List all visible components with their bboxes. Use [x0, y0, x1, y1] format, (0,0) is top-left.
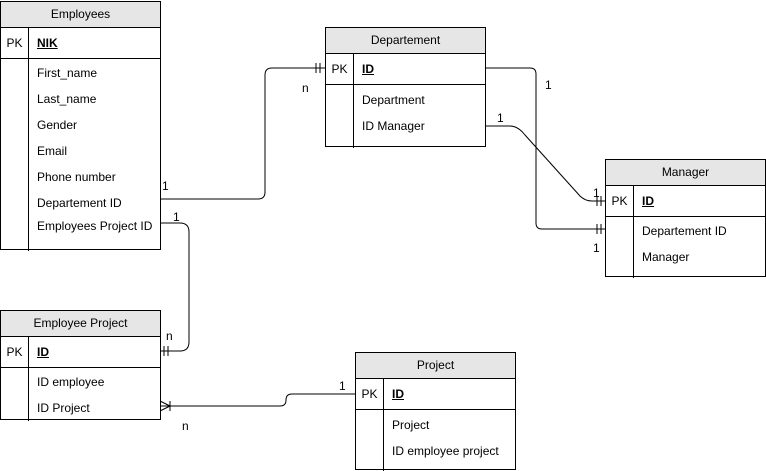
crowfoot-many-mark: [159, 400, 171, 407]
entity-title: Departement: [326, 28, 485, 54]
cardinality-label: 1: [173, 210, 180, 224]
attribute: Departement ID: [37, 196, 122, 210]
pk-field: ID: [37, 345, 49, 359]
attribute: ID employee: [37, 375, 105, 389]
cardinality-label: 1: [497, 111, 504, 125]
attribute-list: Project ID employee project: [356, 410, 515, 471]
entity-manager[interactable]: Manager PK ID Departement ID Manager: [605, 159, 766, 278]
attribute-list: Department ID Manager: [326, 85, 485, 148]
entity-project[interactable]: Project PK ID Project ID employee projec…: [355, 352, 516, 471]
pk-field: ID: [392, 387, 404, 401]
attribute-list: ID employee ID Project: [1, 368, 160, 421]
pk-field: NIK: [37, 36, 58, 50]
cardinality-label: 1: [545, 78, 552, 92]
rel-employees-employee-project: [160, 222, 190, 352]
crowfoot-many-mark: [159, 405, 171, 412]
cardinality-label: 1: [339, 379, 346, 393]
pk-label: PK: [1, 337, 29, 367]
entity-departement[interactable]: Departement PK ID Department ID Manager: [325, 27, 486, 148]
attribute: Manager: [642, 250, 690, 264]
attribute: Departement ID: [642, 224, 727, 238]
primary-key-row: PK ID: [326, 54, 485, 85]
pk-label: PK: [1, 28, 29, 58]
entity-title: Employee Project: [1, 311, 160, 337]
attribute: Gender: [37, 118, 78, 132]
entity-employee-project[interactable]: Employee Project PK ID ID employee ID Pr…: [0, 310, 161, 421]
cardinality-label: n: [302, 81, 309, 95]
primary-key-row: PK ID: [606, 186, 765, 217]
attribute: Phone number: [37, 170, 116, 184]
attribute: ID Project: [37, 401, 90, 415]
pk-field: ID: [362, 62, 374, 76]
attribute: Employees Project ID: [37, 219, 153, 233]
pk-label: PK: [356, 379, 384, 409]
primary-key-row: PK ID: [1, 337, 160, 368]
cardinality-label: n: [166, 329, 173, 343]
attribute-list: Departement ID Manager: [606, 217, 765, 278]
primary-key-row: PK ID: [356, 379, 515, 410]
attribute: ID Manager: [362, 119, 425, 133]
rel-employees-departement: [160, 67, 325, 200]
rel-project-employee-project: [160, 393, 355, 407]
attribute: Email: [37, 144, 68, 158]
entity-title: Employees: [1, 2, 160, 28]
rel-departement-manager-dept: [486, 67, 605, 230]
attribute: Project: [392, 418, 430, 432]
primary-key-row: PK NIK: [1, 28, 160, 59]
cardinality-label: 1: [593, 186, 600, 200]
attribute: First_name: [37, 66, 98, 80]
cardinality-label: 1: [593, 241, 600, 255]
entity-title: Project: [356, 353, 515, 379]
attribute-list: First_name Last_name Gender Email Phone …: [1, 59, 160, 251]
cardinality-label: 1: [162, 179, 169, 193]
rel-departement-manager: [486, 125, 605, 202]
attribute: ID employee project: [392, 444, 499, 458]
entity-title: Manager: [606, 160, 765, 186]
attribute: Department: [362, 93, 425, 107]
pk-field: ID: [642, 194, 654, 208]
cardinality-label: n: [182, 419, 189, 433]
pk-label: PK: [326, 54, 354, 84]
attribute: Last_name: [37, 92, 97, 106]
pk-label: PK: [606, 186, 634, 216]
entity-employees[interactable]: Employees PK NIK First_name Last_name Ge…: [0, 1, 161, 251]
